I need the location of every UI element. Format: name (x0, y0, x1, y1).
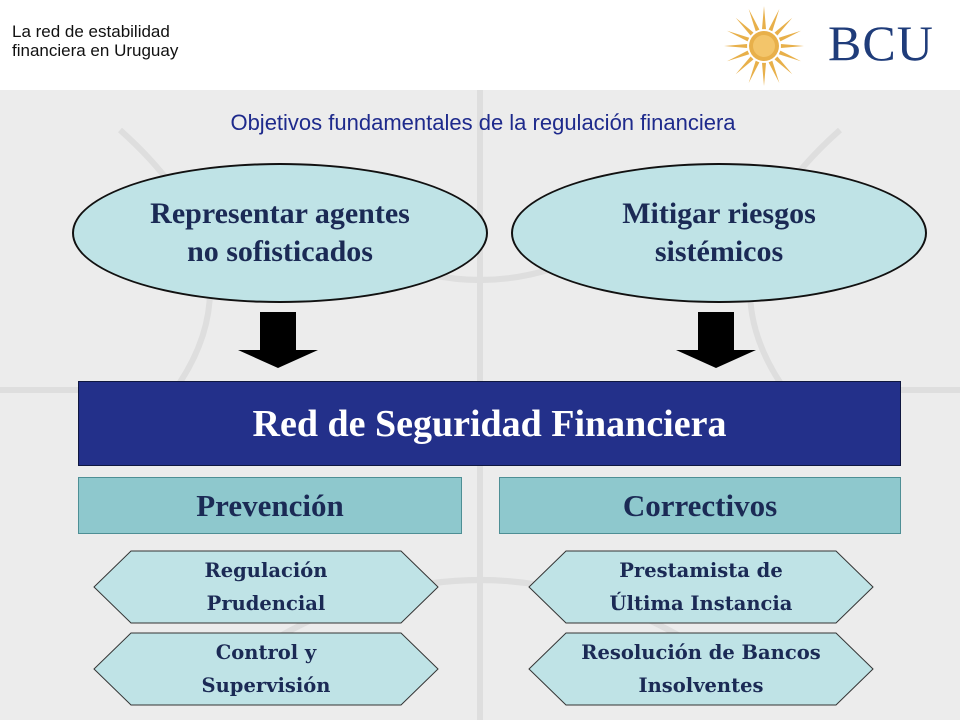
sun-ray (727, 50, 750, 62)
sun-ray (727, 30, 750, 42)
objective-1-line1: Representar agentes (150, 197, 410, 230)
bcu-logo: BCU (718, 4, 958, 88)
objective-ellipse-1: Representar agentes no sofisticados (72, 163, 488, 303)
objective-2-line1: Mitigar riesgos (622, 197, 816, 230)
sun-ray (774, 56, 793, 75)
item-2-line1: Control y (215, 641, 317, 664)
header-title-line2: financiera en Uruguay (12, 41, 179, 60)
objective-ellipse-2: Mitigar riesgos sistémicos (511, 163, 927, 303)
sun-ray (768, 60, 780, 83)
item-4-line2: Insolventes (638, 674, 764, 697)
sun-ray (778, 50, 801, 62)
sun-ray (762, 62, 766, 86)
sun-ray (748, 9, 760, 32)
category-correctivos: Correctivos (499, 477, 901, 534)
down-arrow-icon-1 (238, 312, 318, 368)
sun-ray (748, 60, 760, 83)
item-3-line1: Prestamista de (619, 559, 783, 582)
header-title-line1: La red de estabilidad (12, 22, 170, 41)
sun-icon (724, 6, 804, 86)
item-2-line2: Supervisión (201, 674, 331, 697)
main-bar: Red de Seguridad Financiera (78, 381, 901, 466)
item-1-line1: Regulación (204, 559, 328, 582)
header-title: La red de estabilidad financiera en Urug… (12, 22, 178, 60)
item-resolucion-bancos: Resolución de Bancos Insolventes (528, 632, 874, 706)
header: La red de estabilidad financiera en Urug… (0, 0, 960, 90)
sun-ray (762, 6, 766, 30)
sun-ray (768, 9, 780, 32)
subtitle: Objetivos fundamentales de la regulación… (230, 110, 736, 135)
item-4-line1: Resolución de Bancos (581, 641, 821, 664)
sun-ray (735, 56, 754, 75)
sun-ray (735, 17, 754, 36)
sun-ray (724, 44, 748, 48)
category-prevencion: Prevención (78, 477, 462, 534)
item-prestamista: Prestamista de Última Instancia (528, 550, 874, 624)
sun-ray (774, 17, 793, 36)
objective-2-line2: sistémicos (654, 235, 784, 268)
sun-ray (778, 30, 801, 42)
objective-1-line2: no sofisticados (187, 235, 373, 268)
down-arrow-icon-2 (676, 312, 756, 368)
logo-text: BCU (828, 15, 934, 71)
item-regulacion-prudencial: Regulación Prudencial (93, 550, 439, 624)
item-3-line2: Última Instancia (609, 592, 793, 615)
sun-ray (780, 44, 804, 48)
item-control-supervision: Control y Supervisión (93, 632, 439, 706)
item-1-line2: Prudencial (206, 592, 326, 615)
